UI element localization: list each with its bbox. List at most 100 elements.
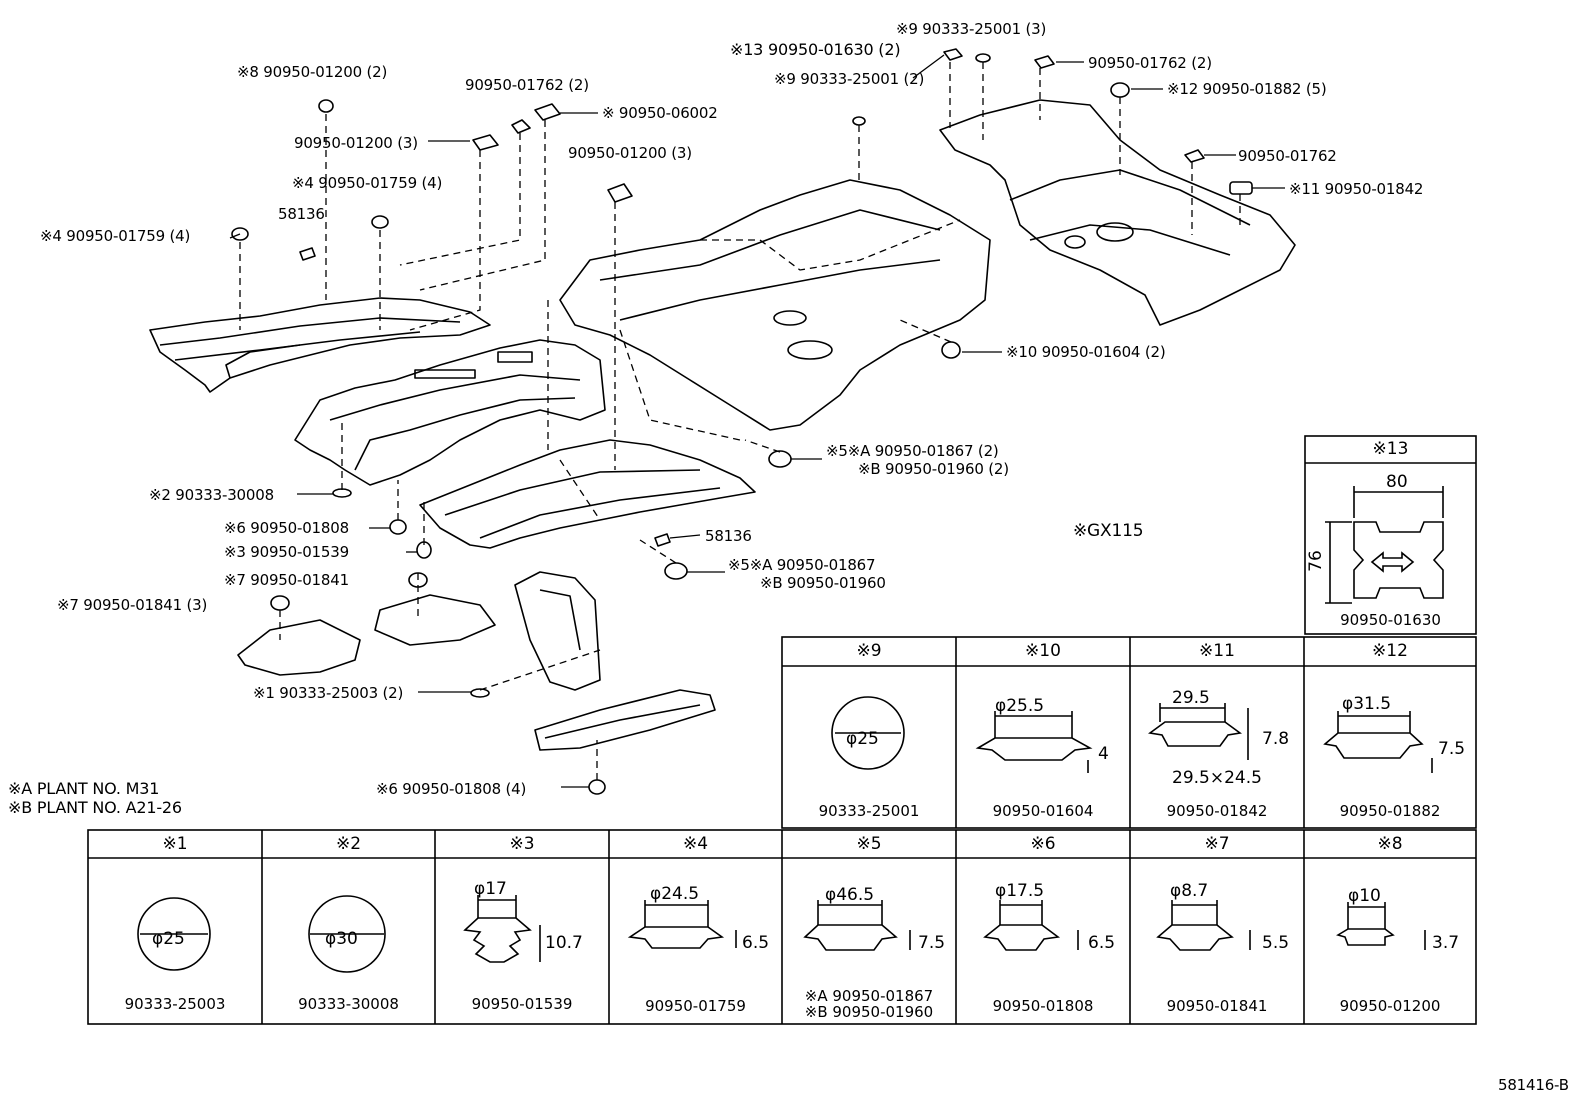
dim-8-dia: φ10 — [1348, 886, 1381, 906]
dim-10-h: 4 — [1098, 744, 1109, 764]
dim-5-h: 7.5 — [918, 933, 946, 953]
plug-9-circle — [831, 696, 905, 770]
dim-6-dia: φ17.5 — [995, 881, 1045, 901]
callout-c8a: ※8 90950-01200 (2) — [237, 63, 388, 81]
bottom-cell-part-5a: ※A 90950-01867 — [804, 987, 934, 1005]
side-sill-member — [534, 689, 716, 751]
callout-c10: ※10 90950-01604 (2) — [1006, 343, 1166, 361]
dim-5-dia: φ46.5 — [825, 885, 875, 905]
cross-member-left — [237, 594, 496, 676]
callout-c4a: ※4 90950-01759 (4) — [292, 174, 443, 192]
top-cell-part-9: 90333-25001 — [818, 802, 920, 820]
rear-floor-pan — [559, 179, 991, 431]
callout-c5b2: ※B 90950-01960 — [760, 574, 886, 592]
plug-3-profile — [463, 895, 541, 963]
dim-7-h: 5.5 — [1262, 933, 1290, 953]
top-cell-title-12: ※12 — [1372, 641, 1408, 661]
variant-note: ※GX115 — [1073, 521, 1144, 541]
top-cell-part-11: 90950-01842 — [1166, 802, 1268, 820]
front-floor-pan — [419, 439, 756, 549]
dim-8-h: 3.7 — [1432, 933, 1460, 953]
callout-c3: ※3 90950-01539 — [224, 543, 349, 561]
grommet-13-shape — [1353, 521, 1444, 599]
callout-c11: ※11 90950-01842 — [1289, 180, 1424, 198]
detail-13-part: 90950-01630 — [1340, 611, 1441, 629]
callout-c6b: ※6 90950-01808 (4) — [376, 780, 527, 798]
dim-11-size: 29.5×24.5 — [1172, 768, 1262, 788]
dim-11-w: 29.5 — [1172, 688, 1210, 708]
bottom-cell-part-6: 90950-01808 — [992, 997, 1094, 1015]
dim-2-dia: φ30 — [325, 929, 358, 949]
plant-note-b: ※B PLANT NO. A21-26 — [8, 798, 182, 817]
callout-c58136a: 58136 — [278, 205, 325, 223]
callout-c1200_3a: 90950-01200 (3) — [294, 134, 418, 152]
bottom-cell-part-1: 90333-25003 — [124, 995, 226, 1013]
callout-c5a1: ※5※A 90950-01867 (2) — [826, 442, 999, 460]
top-cell-part-12: 90950-01882 — [1339, 802, 1441, 820]
bottom-cell-part-5b: ※B 90950-01960 — [804, 1003, 934, 1021]
callout-c1762c: 90950-01762 — [1238, 147, 1337, 165]
bottom-cell-title-2: ※2 — [335, 834, 362, 854]
plug-6-profile — [983, 900, 1079, 951]
detail-13-height: 76 — [1305, 550, 1326, 572]
top-cell-title-10: ※10 — [1025, 641, 1061, 661]
plug-glyphs — [231, 48, 1253, 795]
callout-c4b: ※4 90950-01759 (4) — [40, 227, 191, 245]
callout-c6a: ※6 90950-01808 — [224, 519, 349, 537]
dim-6-h: 6.5 — [1088, 933, 1116, 953]
detail-13-title: ※13 — [1372, 439, 1409, 459]
plant-note-a: ※A PLANT NO. M31 — [8, 779, 160, 798]
bottom-cell-title-5: ※5 — [856, 834, 882, 854]
plug-1-circle — [137, 897, 211, 971]
drawing-id: 581416-B — [1498, 1076, 1569, 1094]
plug-7-profile — [1156, 900, 1251, 951]
plug-8-profile — [1336, 902, 1426, 950]
bottom-cell-part-7: 90950-01841 — [1166, 997, 1268, 1015]
top-cell-part-10: 90950-01604 — [992, 802, 1094, 820]
plug-2-circle — [308, 895, 386, 973]
callout-c13: ※13 90950-01630 (2) — [730, 40, 901, 59]
plug-4-profile — [627, 900, 737, 949]
callout-c9a: ※9 90333-25001 (3) — [896, 20, 1047, 38]
dim-1-dia: φ25 — [152, 929, 185, 949]
bottom-cell-title-3: ※3 — [509, 834, 535, 854]
dim-3-h: 10.7 — [545, 933, 583, 953]
dim-4-dia: φ24.5 — [650, 884, 700, 904]
bottom-cell-title-7: ※7 — [1204, 834, 1230, 854]
callout-c9b: ※9 90333-25001 (2) — [774, 70, 925, 88]
dim-3-dia: φ17 — [474, 879, 507, 899]
center-pillar-bracket — [514, 571, 601, 691]
dim-12-dia: φ31.5 — [1342, 694, 1392, 714]
bottom-cell-part-2: 90333-30008 — [298, 995, 399, 1013]
plug-11-profile — [1147, 703, 1249, 760]
top-cell-title-9: ※9 — [856, 641, 882, 661]
callout-c1: ※1 90333-25003 (2) — [253, 684, 404, 702]
bottom-cell-part-3: 90950-01539 — [471, 995, 573, 1013]
callout-c5a2: ※B 90950-01960 (2) — [858, 460, 1009, 478]
dim-4-h: 6.5 — [742, 933, 770, 953]
bottom-cell-title-1: ※1 — [162, 834, 188, 854]
bottom-cell-part-8: 90950-01200 — [1339, 997, 1441, 1015]
bottom-cell-part-4: 90950-01759 — [645, 997, 746, 1015]
dim-9-dia: φ25 — [846, 729, 879, 749]
callout-c12: ※12 90950-01882 (5) — [1167, 80, 1327, 98]
dim-7-dia: φ8.7 — [1170, 881, 1209, 901]
callout-c58136b: 58136 — [705, 527, 752, 545]
dim-11-h: 7.8 — [1262, 729, 1290, 749]
plug-12-profile — [1323, 711, 1433, 773]
plug-5-profile — [803, 900, 911, 951]
dim-12-h: 7.5 — [1438, 739, 1466, 759]
detail-13-width: 80 — [1386, 472, 1408, 492]
left-floor-side-panel — [149, 297, 491, 393]
rear-end-panel — [939, 99, 1296, 326]
callout-c1762b: 90950-01762 (2) — [1088, 54, 1212, 72]
dim-10-dia: φ25.5 — [995, 696, 1045, 716]
center-floor-tunnel — [294, 339, 606, 486]
bottom-cell-title-6: ※6 — [1030, 834, 1056, 854]
callout-c1762a: 90950-01762 (2) — [465, 76, 589, 94]
callout-c1200_3b: 90950-01200 (3) — [568, 144, 692, 162]
bottom-cell-title-8: ※8 — [1377, 834, 1403, 854]
callout-c2: ※2 90333-30008 — [149, 486, 274, 504]
